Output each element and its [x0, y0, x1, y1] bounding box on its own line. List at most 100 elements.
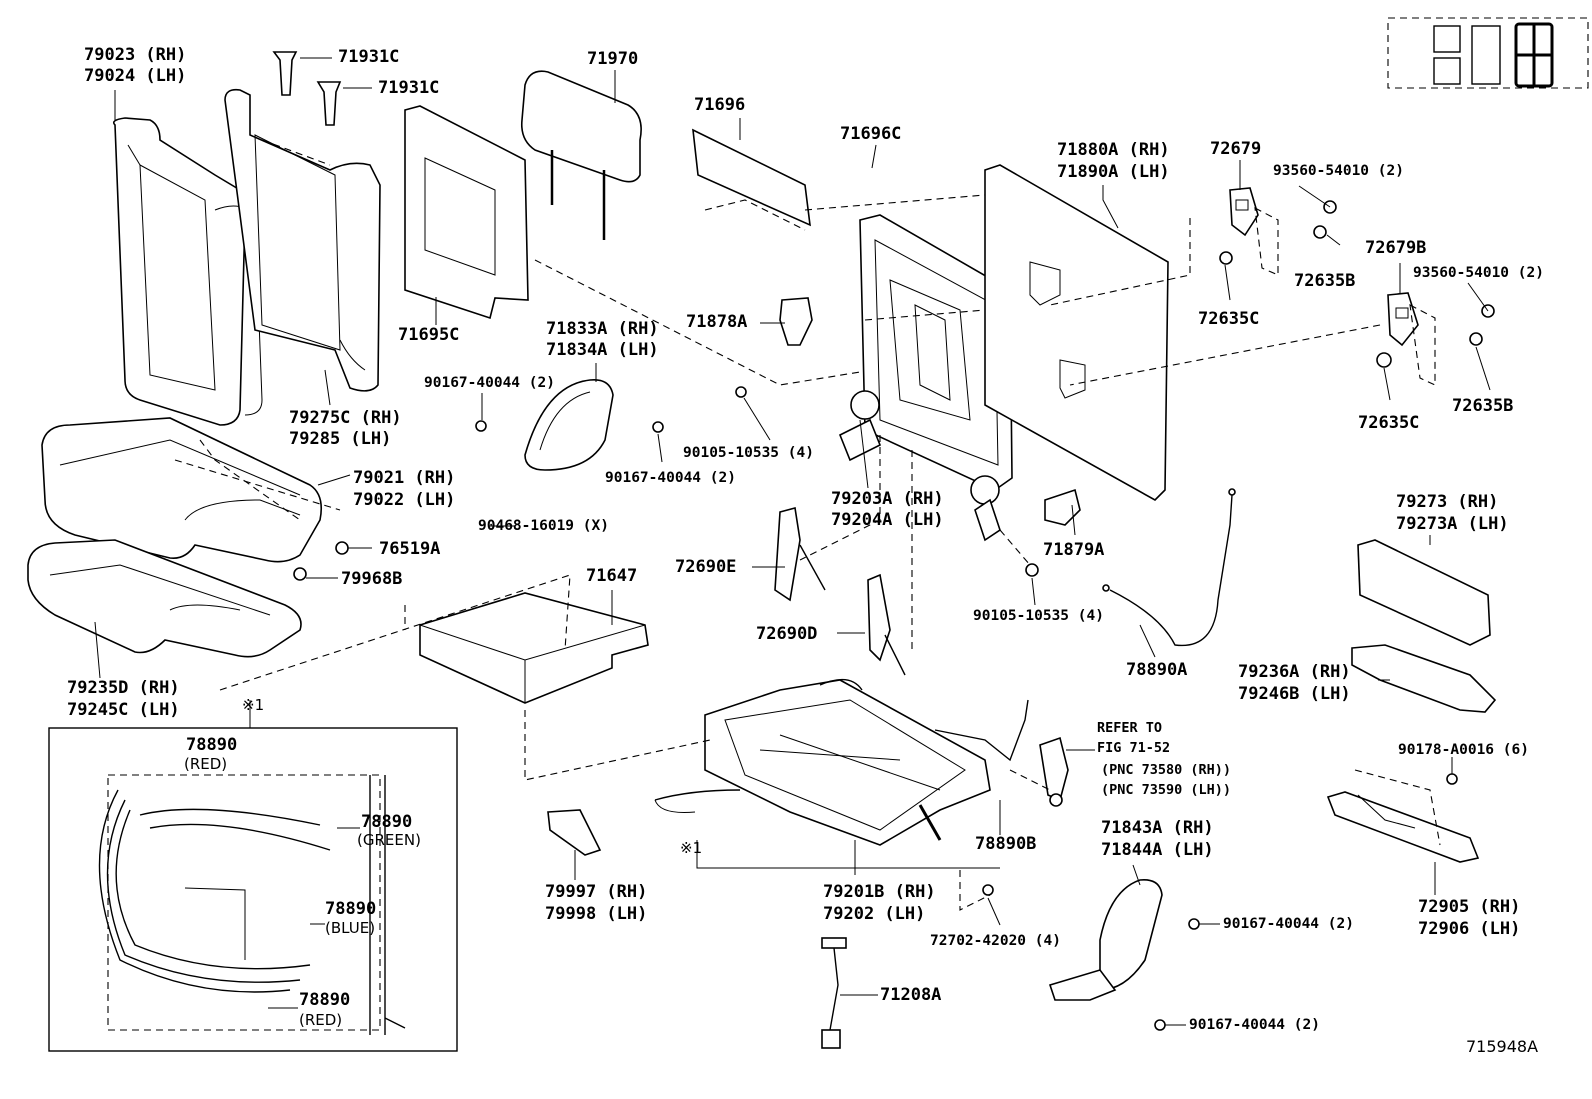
- sensor-71208a: [821, 937, 847, 1049]
- back-board: [692, 128, 811, 231]
- refer-to-label: REFER TO: [1097, 720, 1163, 736]
- seat-links: [774, 506, 906, 676]
- callout-71879a[interactable]: 71879A: [1043, 540, 1105, 560]
- headrest: [520, 70, 642, 240]
- release-knobs: [1219, 187, 1495, 386]
- small-clips: [293, 541, 349, 581]
- callout-78890b[interactable]: 78890B: [975, 834, 1037, 854]
- callout-79023[interactable]: 79023 (RH): [84, 45, 187, 65]
- callout-78890-main[interactable]: 78890: [186, 735, 238, 755]
- callout-79235d[interactable]: 79235D (RH): [67, 678, 180, 698]
- callout-90167-a[interactable]: 90167-40044 (2): [424, 375, 555, 391]
- callout-71833a[interactable]: 71833A (RH): [546, 319, 659, 339]
- headrest-guide-pins: [272, 51, 342, 126]
- callout-79998[interactable]: 79998 (LH): [545, 904, 648, 924]
- wire-color-green: (GREEN): [357, 831, 421, 849]
- callout-79022[interactable]: 79022 (LH): [353, 490, 456, 510]
- callout-79024[interactable]: 79024 (LH): [84, 66, 187, 86]
- side-cover: [1357, 539, 1491, 646]
- callout-78890-green[interactable]: 78890: [361, 812, 413, 832]
- leader-lines: [94, 57, 1491, 1026]
- seat-back-frame: [224, 88, 381, 392]
- callout-90178[interactable]: 90178-A0016 (6): [1398, 742, 1529, 758]
- callout-71890a[interactable]: 71890A (LH): [1057, 162, 1170, 182]
- callout-79204a[interactable]: 79204A (LH): [831, 510, 944, 530]
- refer-pnc-lh: (PNC 73590 (LH)): [1101, 782, 1232, 798]
- callout-72690d[interactable]: 72690D: [756, 624, 818, 644]
- note-mark-mid: ※1: [680, 839, 703, 857]
- callout-90105-b[interactable]: 90105-10535 (4): [973, 608, 1104, 624]
- callout-79246b[interactable]: 79246B (LH): [1238, 684, 1351, 704]
- refer-figure-link[interactable]: FIG 71-52: [1097, 740, 1171, 756]
- callout-79201b[interactable]: 79201B (RH): [823, 882, 936, 902]
- callout-79997[interactable]: 79997 (RH): [545, 882, 648, 902]
- callout-79968b[interactable]: 79968B: [341, 569, 403, 589]
- seatback-frame-assembly: [838, 214, 1013, 542]
- hinge-cover-upper: [475, 378, 664, 471]
- callout-93560-b[interactable]: 93560-54010 (2): [1413, 265, 1544, 281]
- diagram-id: 715948A: [1466, 1037, 1539, 1056]
- callout-71647[interactable]: 71647: [586, 566, 638, 586]
- callout-72635b-b[interactable]: 72635B: [1452, 396, 1514, 416]
- callout-76519a[interactable]: 76519A: [379, 539, 441, 559]
- callout-72635b-a[interactable]: 72635B: [1294, 271, 1356, 291]
- callout-71695c[interactable]: 71695C: [398, 325, 460, 345]
- callout-78890a[interactable]: 78890A: [1126, 660, 1188, 680]
- cable-78890a: [1102, 488, 1236, 647]
- callout-78890-blue[interactable]: 78890: [325, 899, 377, 919]
- callout-79245c[interactable]: 79245C (LH): [67, 700, 180, 720]
- callout-90105-a[interactable]: 90105-10535 (4): [683, 445, 814, 461]
- lever-handle: [1351, 644, 1497, 713]
- callout-79273a[interactable]: 79273A (LH): [1396, 514, 1509, 534]
- callout-71970[interactable]: 71970: [587, 49, 639, 69]
- callout-72635c-b[interactable]: 72635C: [1358, 413, 1420, 433]
- callout-79203a[interactable]: 79203A (RH): [831, 489, 944, 509]
- callout-72906[interactable]: 72906 (LH): [1418, 919, 1521, 939]
- seat-cushion-pad: [27, 539, 302, 658]
- callout-72635c-a[interactable]: 72635C: [1198, 309, 1260, 329]
- callout-71843a[interactable]: 71843A (RH): [1101, 818, 1214, 838]
- assembly-dashed-lines: [174, 194, 1441, 911]
- callout-72702[interactable]: 72702-42020 (4): [930, 933, 1061, 949]
- callout-72679[interactable]: 72679: [1210, 139, 1262, 159]
- callout-72905[interactable]: 72905 (RH): [1418, 897, 1521, 917]
- callout-79273[interactable]: 79273 (RH): [1396, 492, 1499, 512]
- callout-71208a[interactable]: 71208A: [880, 985, 942, 1005]
- callout-71931c-a[interactable]: 71931C: [338, 47, 400, 67]
- callout-79021[interactable]: 79021 (RH): [353, 468, 456, 488]
- callout-90167-b[interactable]: 90167-40044 (2): [605, 470, 736, 486]
- callout-79236a[interactable]: 79236A (RH): [1238, 662, 1351, 682]
- seat-cushion-cover: [41, 417, 323, 563]
- callout-90167-d[interactable]: 90167-40044 (2): [1189, 1017, 1320, 1033]
- callout-90167-c[interactable]: 90167-40044 (2): [1223, 916, 1354, 932]
- callout-71880a[interactable]: 71880A (RH): [1057, 140, 1170, 160]
- cable-78890b: [654, 699, 1029, 813]
- callout-71696c[interactable]: 71696C: [840, 124, 902, 144]
- callout-93560-a[interactable]: 93560-54010 (2): [1273, 163, 1404, 179]
- callout-72679b[interactable]: 72679B: [1365, 238, 1427, 258]
- seat-location-thumbnail: [1387, 17, 1589, 89]
- callout-71931c-b[interactable]: 71931C: [378, 78, 440, 98]
- callout-71834a[interactable]: 71834A (LH): [546, 340, 659, 360]
- callout-90468[interactable]: 90468-16019 (X): [478, 518, 609, 534]
- refer-pnc-rh: (PNC 73580 (RH)): [1101, 762, 1232, 778]
- bracket-71879a: [1044, 488, 1081, 526]
- callout-71844a[interactable]: 71844A (LH): [1101, 840, 1214, 860]
- wire-color-blue: (BLUE): [325, 919, 376, 937]
- seatback-rear-panel: [984, 164, 1169, 501]
- track-rail: [1326, 773, 1480, 863]
- callout-71696[interactable]: 71696: [694, 95, 746, 115]
- bolts: [735, 386, 1039, 896]
- callout-78890-red2[interactable]: 78890: [299, 990, 351, 1010]
- wire-color-red-1: (RED): [184, 755, 228, 773]
- callout-71878a[interactable]: 71878A: [686, 312, 748, 332]
- callout-79285[interactable]: 79285 (LH): [289, 429, 392, 449]
- callout-79202[interactable]: 79202 (LH): [823, 904, 926, 924]
- bracket-71878a: [779, 297, 813, 346]
- seat-track-assembly: [704, 678, 991, 846]
- callout-79275c[interactable]: 79275C (RH): [289, 408, 402, 428]
- cushion-block: [419, 592, 649, 704]
- callout-72690e[interactable]: 72690E: [675, 557, 737, 577]
